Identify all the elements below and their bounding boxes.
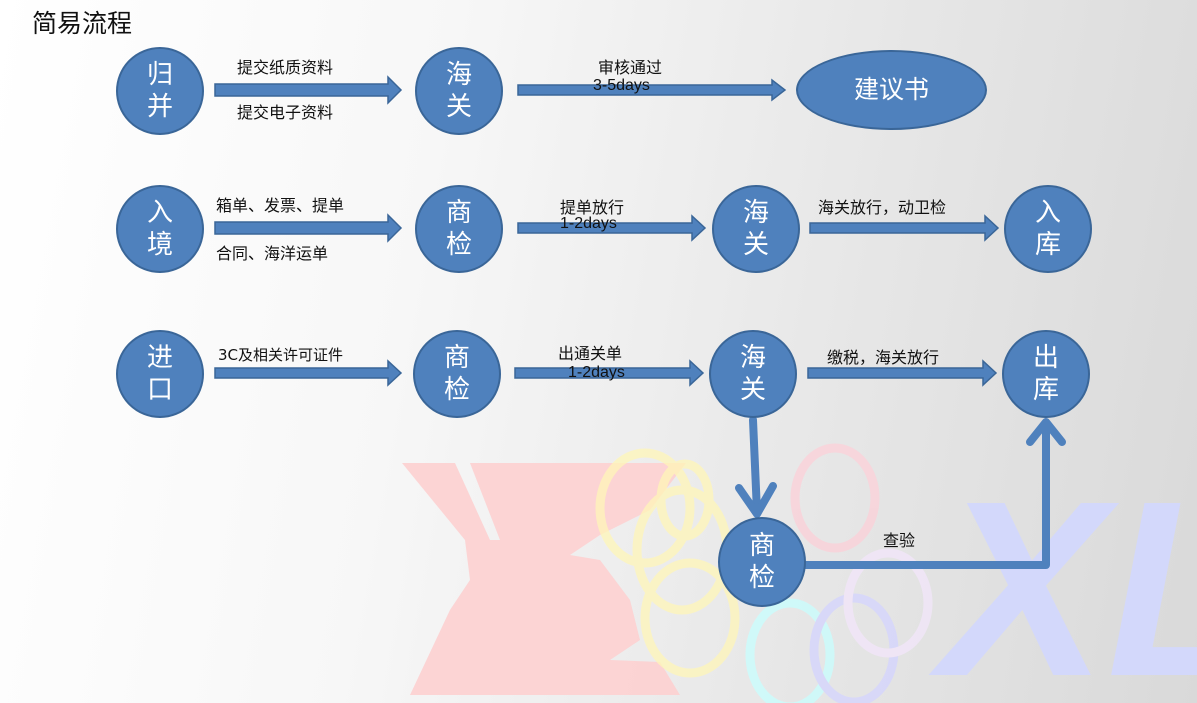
edge-label: 提交电子资料: [237, 103, 334, 122]
node-label: 出库: [1032, 343, 1059, 405]
node-label: 海关: [445, 60, 472, 122]
arrow-r1-1: [214, 75, 403, 105]
page-title: 简易流程: [32, 9, 133, 38]
edge-label: 箱单、发票、提单: [216, 196, 345, 215]
node-label: 海关: [742, 198, 769, 260]
watermark-text: XL: [928, 449, 1197, 703]
arrow-r3-3: [807, 359, 998, 387]
arrow-customs-to-inspection: [749, 416, 761, 516]
red-logo-shape: [402, 463, 686, 695]
node-inspection-check: 商检: [718, 517, 806, 607]
node-inspection: 商检: [413, 330, 501, 418]
node-proposal: 建议书: [796, 50, 987, 130]
arrow-r2-3: [809, 214, 1000, 242]
edge-label: 提单放行: [560, 198, 625, 217]
edge-label: 提交纸质资料: [237, 58, 334, 77]
node-merge: 归并: [116, 47, 204, 135]
node-warehouse-in: 入库: [1004, 185, 1092, 273]
node-label: 进口: [146, 343, 173, 405]
arrow-r3-1: [214, 359, 403, 387]
node-import: 进口: [116, 330, 204, 418]
node-entry: 入境: [116, 185, 204, 273]
edge-label: 合同、海洋运单: [216, 244, 329, 263]
node-label: 建议书: [853, 75, 929, 104]
arrow-r1-2: [517, 78, 787, 102]
arrow-r2-1: [214, 213, 403, 243]
edge-duration: 1-2days: [568, 364, 625, 381]
edge-label: 查验: [883, 531, 916, 550]
edge-label: 出通关单: [558, 344, 623, 363]
node-label: 海关: [739, 343, 766, 405]
edge-duration: 1-2days: [560, 215, 617, 232]
node-label: 商检: [748, 531, 775, 593]
node-customs: 海关: [712, 185, 800, 273]
edge-label: 3C及相关许可证件: [218, 346, 344, 364]
node-inspection: 商检: [415, 185, 503, 273]
arrow-inspection-to-outbound: [801, 421, 1050, 569]
rings-decoration: [595, 443, 933, 703]
arrow-r2-2: [517, 214, 707, 242]
arrow-r3-2: [514, 359, 705, 387]
node-label: 商检: [443, 343, 470, 405]
edge-duration: 3-5days: [593, 77, 650, 94]
edge-label: 缴税，海关放行: [827, 348, 940, 367]
node-warehouse-out: 出库: [1002, 330, 1090, 418]
node-customs: 海关: [709, 330, 797, 418]
node-customs: 海关: [415, 47, 503, 135]
node-label: 入库: [1034, 198, 1061, 260]
node-label: 商检: [445, 198, 472, 260]
edge-label: 审核通过: [598, 58, 663, 77]
node-label: 归并: [146, 60, 173, 122]
node-label: 入境: [146, 198, 173, 260]
edge-label: 海关放行，动卫检: [818, 198, 947, 217]
